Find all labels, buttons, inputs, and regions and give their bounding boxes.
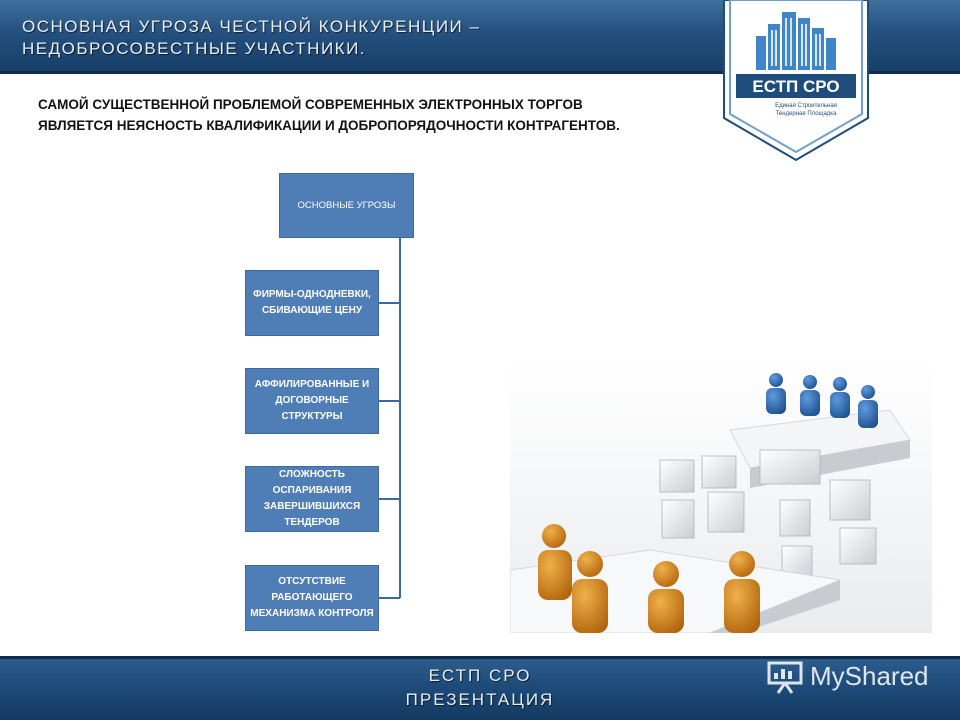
diagram-root-node: ОСНОВНЫЕ УГРОЗЫ	[279, 173, 414, 238]
diagram-node-2: АФФИЛИРОВАННЫЕ И ДОГОВОРНЫЕ СТРУКТУРЫ	[245, 368, 379, 434]
footer-line-2: ПРЕЗЕНТАЦИЯ	[405, 690, 555, 709]
page-title: ОСНОВНАЯ УГРОЗА ЧЕСТНОЙ КОНКУРЕНЦИИ – НЕ…	[22, 16, 642, 60]
watermark-text: MyShared	[810, 660, 929, 691]
estp-logo: ЕСТП СРО Единая Строительная Тендерная П…	[723, 0, 869, 162]
title-line-2: НЕДОБРОСОВЕСТНЫЕ УЧАСТНИКИ.	[22, 39, 367, 58]
footer-line-1: ЕСТП СРО	[428, 666, 532, 685]
diagram-node-3: СЛОЖНОСТЬ ОСПАРИВАНИЯ ЗАВЕРШИВШИХСЯ ТЕНД…	[245, 466, 379, 532]
logo-name: ЕСТП СРО	[752, 77, 839, 96]
presentation-icon	[767, 661, 803, 694]
subtitle-line-1: САМОЙ СУЩЕСТВЕННОЙ ПРОБЛЕМОЙ СОВРЕМЕННЫХ…	[38, 97, 583, 112]
subtitle: САМОЙ СУЩЕСТВЕННОЙ ПРОБЛЕМОЙ СОВРЕМЕННЫХ…	[38, 94, 728, 136]
myshared-watermark[interactable]: MyShared	[766, 656, 929, 696]
subtitle-line-2: ЯВЛЯЕТСЯ НЕЯСНОСТЬ КВАЛИФИКАЦИИ И ДОБРОП…	[38, 118, 620, 133]
diagram-node-4: ОТСУТСТВИЕ РАБОТАЮЩЕГО МЕХАНИЗМА КОНТРОЛ…	[245, 565, 379, 631]
diagram-node-1: ФИРМЫ-ОДНОДНЕВКИ, СБИВАЮЩИЕ ЦЕНУ	[245, 270, 379, 336]
logo-caption-line-1: Единая Строительная	[775, 103, 837, 109]
blue-figures	[766, 373, 878, 428]
title-line-1: ОСНОВНАЯ УГРОЗА ЧЕСТНОЙ КОНКУРЕНЦИИ –	[22, 17, 481, 36]
logo-caption-line-2: Тендерная Площадка	[776, 111, 837, 117]
footer-text: ЕСТП СРО ПРЕЗЕНТАЦИЯ	[360, 664, 600, 712]
orange-figures	[538, 524, 760, 633]
people-puzzle-illustration	[510, 360, 932, 633]
